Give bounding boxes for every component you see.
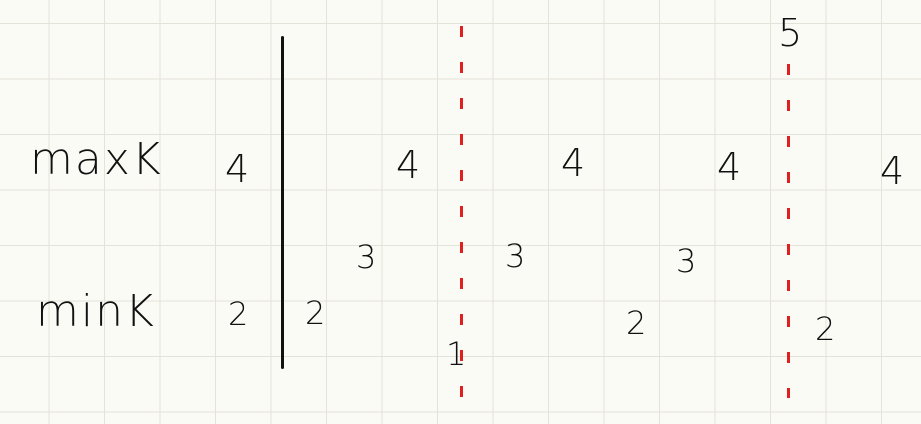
top-value: 5 [778, 11, 803, 55]
maxk-row-label: maxK [30, 134, 163, 185]
maxk-value: 4 [396, 143, 421, 187]
mink-value: 2 [815, 310, 836, 348]
middle-value: 3 [356, 238, 377, 276]
maxk-value: 4 [561, 141, 586, 185]
maxk-value: 4 [880, 149, 905, 193]
maxk-value: 4 [225, 147, 250, 191]
bottom-value: 1 [446, 335, 467, 373]
maxk-value: 4 [717, 145, 742, 189]
mink-value: 2 [228, 295, 249, 333]
red-dashed-divider-right [787, 64, 790, 398]
middle-value: 3 [676, 242, 697, 280]
mink-value: 2 [305, 294, 326, 332]
mink-row-label: minK [36, 286, 156, 337]
vertical-divider-line [281, 36, 284, 369]
mink-value: 2 [626, 304, 647, 342]
middle-value: 3 [505, 237, 526, 275]
red-dashed-divider-left [460, 26, 463, 404]
